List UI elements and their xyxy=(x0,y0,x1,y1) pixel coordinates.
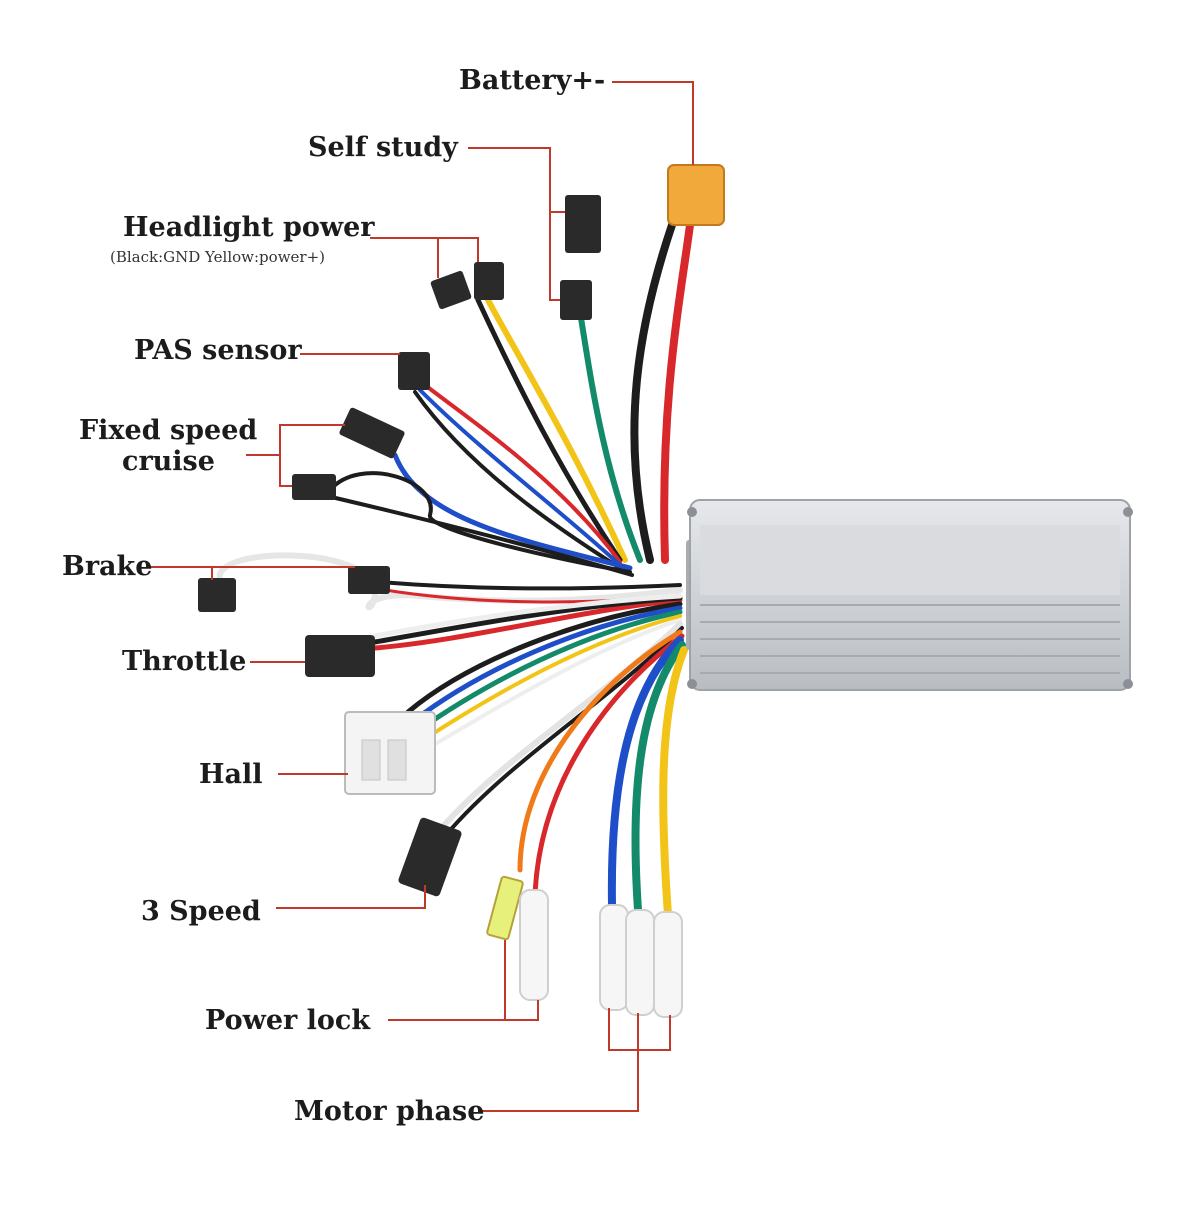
battery-red-wire xyxy=(660,221,694,564)
label-headlight-power: Headlight power xyxy=(123,212,375,243)
leader-motor-phase xyxy=(482,1050,639,1112)
headlight-yellow-wire xyxy=(485,297,628,563)
phase-sleeve-blue xyxy=(599,904,629,1011)
leader-power-lock xyxy=(388,1000,539,1021)
cruise-black-loop xyxy=(328,471,632,574)
label-motor-phase: Motor phase xyxy=(294,1096,485,1127)
phase-sleeve-yellow xyxy=(653,911,683,1018)
brake-white-loop xyxy=(216,552,683,611)
label-throttle: Throttle xyxy=(122,646,247,677)
label-fixed-speed-cruise-line2: cruise xyxy=(122,446,215,477)
leader-motor-phase-bracket xyxy=(608,1008,671,1051)
power-lock-orange-wire xyxy=(517,629,683,873)
label-battery: Battery+- xyxy=(459,65,606,96)
cruise-connector-a xyxy=(339,407,405,459)
throttle-white-wire xyxy=(372,593,683,639)
xt60-connector xyxy=(667,164,725,226)
leader-headlight xyxy=(370,237,479,262)
phase-sleeve-green xyxy=(625,909,655,1016)
connectors xyxy=(198,164,725,1018)
label-hall: Hall xyxy=(199,759,263,790)
label-three-speed: 3 Speed xyxy=(141,896,261,927)
label-brake: Brake xyxy=(62,551,153,582)
leader-three-speed xyxy=(276,885,426,909)
leader-cruise-2 xyxy=(279,455,292,487)
throttle-red-wire xyxy=(372,597,683,651)
cruise-connector-b xyxy=(292,474,336,500)
leader-lines xyxy=(146,81,694,1112)
label-fixed-speed-cruise-line1: Fixed speed xyxy=(79,415,258,446)
label-power-lock: Power lock xyxy=(205,1005,371,1036)
leader-cruise xyxy=(246,424,345,456)
headlight-connector-a xyxy=(430,270,472,310)
mount-screw xyxy=(1123,679,1133,689)
phase-green-wire xyxy=(631,641,686,914)
leader-self-study-2 xyxy=(549,212,560,301)
label-headlight-note: (Black:GND Yellow:power+) xyxy=(110,248,325,266)
leader-battery xyxy=(612,81,694,165)
power-lock-sleeve xyxy=(519,889,549,1001)
heatsink-fins xyxy=(700,604,1120,674)
headlight-black-wire xyxy=(475,297,623,563)
throttle-connector xyxy=(305,635,375,677)
battery-black-wire xyxy=(630,221,676,564)
mount-screw xyxy=(687,679,697,689)
three-speed-connector xyxy=(398,817,462,897)
hall-black-wire xyxy=(405,601,683,715)
self-study-connector-top xyxy=(565,195,601,253)
brake-connector-b xyxy=(348,566,390,594)
hall-yellow-wire xyxy=(418,614,682,744)
throttle-black-wire xyxy=(372,595,683,645)
self-study-connector-bottom xyxy=(560,280,592,320)
brake-black-wire xyxy=(378,580,682,591)
leader-self-study xyxy=(468,147,565,213)
pas-black-wire xyxy=(413,390,622,570)
speed-black-wire xyxy=(444,626,684,837)
hall-blue-wire xyxy=(409,605,683,725)
phase-yellow-wire xyxy=(659,646,688,919)
phase-blue-wire xyxy=(607,636,684,909)
mount-screw xyxy=(687,507,697,517)
label-pas-sensor: PAS sensor xyxy=(134,335,302,366)
self-study-wire xyxy=(575,297,643,563)
hall-green-wire xyxy=(413,609,683,735)
pas-red-wire xyxy=(423,383,622,564)
pas-blue-wire xyxy=(418,388,622,567)
hall-white-wire xyxy=(423,618,682,752)
headlight-connector-b xyxy=(474,262,504,300)
pas-connector xyxy=(398,352,430,390)
cruise-black-wire xyxy=(308,490,634,577)
label-self-study: Self study xyxy=(308,132,458,163)
controller-box xyxy=(686,499,1133,691)
power-lock-spade xyxy=(486,875,524,941)
brake-connector-a xyxy=(198,578,236,612)
cruise-blue-wire xyxy=(392,452,633,571)
wire-bundle xyxy=(216,221,694,919)
power-lock-red-wire xyxy=(532,633,685,898)
mount-screw xyxy=(1123,507,1133,517)
